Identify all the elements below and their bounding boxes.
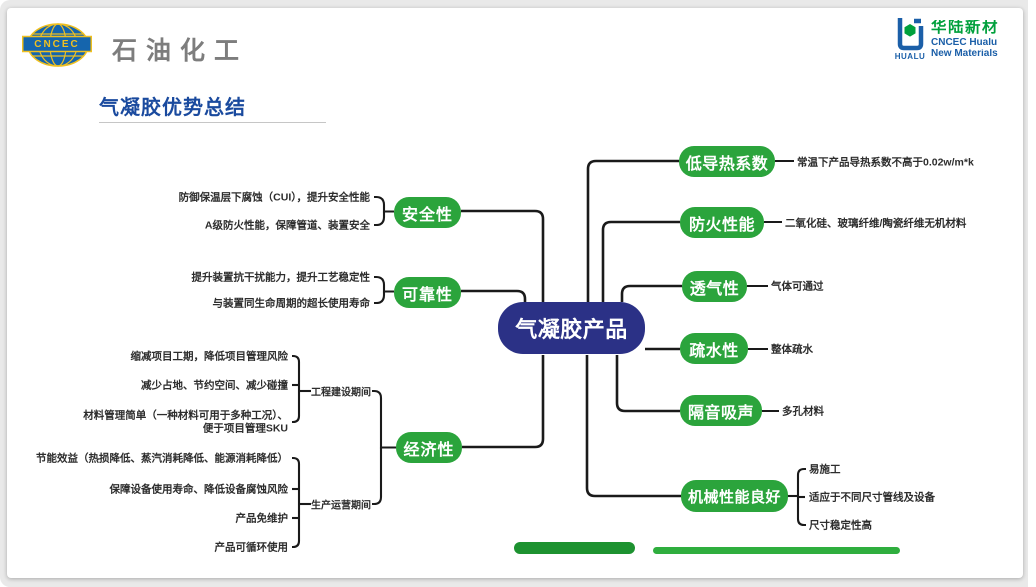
brand-name: 石油化工 xyxy=(112,37,249,65)
slide xyxy=(7,8,1023,578)
branch-reliability: 可靠性 xyxy=(394,277,461,308)
hualu-name-cn: 华陆新材 xyxy=(931,20,1000,36)
leaf: 产品免维护 xyxy=(235,512,289,525)
branch-hydrophobicity: 疏水性 xyxy=(680,333,748,364)
leaf: 常温下产品导热系数不高于0.02w/m*k xyxy=(797,156,974,169)
hualu-logo-text: HUALU xyxy=(894,52,926,61)
branch-fire-performance: 防火性能 xyxy=(680,207,764,238)
leaf: 易施工 xyxy=(809,463,841,476)
title-underline xyxy=(99,122,326,123)
leaf: 气体可通过 xyxy=(771,280,824,293)
leaf: 与装置同生命周期的超长使用寿命 xyxy=(212,297,371,310)
cncec-logo-text: CNCEC xyxy=(34,38,80,50)
branch-breathability: 透气性 xyxy=(682,271,747,302)
leaf: 产品可循环使用 xyxy=(214,541,289,554)
leaf: 多孔材料 xyxy=(782,405,824,418)
leaf: 减少占地、节约空间、减少碰撞 xyxy=(141,379,288,392)
branch-mechanical: 机械性能良好 xyxy=(681,480,788,512)
page-title: 气凝胶优势总结 xyxy=(99,97,246,119)
branch-safety: 安全性 xyxy=(394,197,461,228)
bottom-bar-left xyxy=(514,542,635,554)
leaf: 材料管理简单（一种材料可用于多种工况）、 便于项目管理SKU xyxy=(83,409,288,435)
root-node: 气凝胶产品 xyxy=(498,302,645,354)
leaf: A级防火性能，保障管道、装置安全 xyxy=(204,219,370,232)
group-operation-period: 生产运营期间 xyxy=(311,500,371,512)
hualu-name-en-2: New Materials xyxy=(931,48,998,59)
branch-sound-insulation: 隔音吸声 xyxy=(680,395,762,426)
leaf: 防御保温层下腐蚀（CUI），提升安全性能 xyxy=(178,191,370,204)
leaf: 保障设备使用寿命、降低设备腐蚀风险 xyxy=(109,483,289,496)
branch-low-thermal-conductivity: 低导热系数 xyxy=(679,146,775,177)
hualu-logo xyxy=(897,18,924,51)
branch-economy: 经济性 xyxy=(396,432,462,463)
leaf: 适应于不同尺寸管线及设备 xyxy=(809,491,935,504)
leaf: 二氧化硅、玻璃纤维/陶瓷纤维无机材料 xyxy=(785,217,967,230)
leaf: 尺寸稳定性高 xyxy=(809,519,872,532)
hualu-name-en-1: CNCEC Hualu xyxy=(931,38,998,48)
leaf: 整体疏水 xyxy=(771,343,813,356)
cncec-logo xyxy=(22,23,92,67)
bottom-bar-right xyxy=(653,547,900,554)
leaf: 节能效益（热损降低、蒸汽消耗降低、能源消耗降低） xyxy=(36,452,288,465)
leaf: 缩减项目工期，降低项目管理风险 xyxy=(130,350,289,363)
leaf: 提升装置抗干扰能力，提升工艺稳定性 xyxy=(191,271,371,284)
group-construction-period: 工程建设期间 xyxy=(311,387,371,399)
